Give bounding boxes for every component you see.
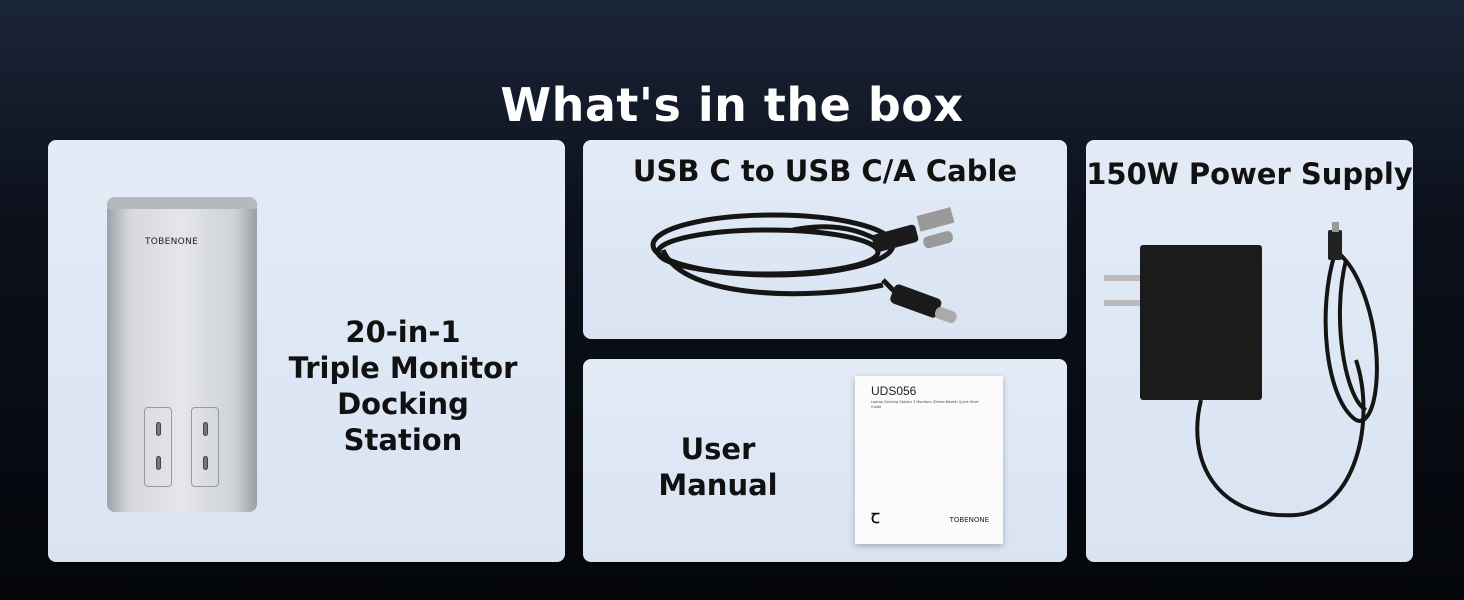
brand-text: TOBENONE — [145, 237, 199, 247]
manual-subtitle: Laptop Docking Station 3 Monitors (Drive… — [871, 400, 979, 409]
manual-brand: TOBENONE — [949, 516, 989, 524]
power-supply-label: 150W Power Supply — [1086, 157, 1413, 191]
label-line: Triple Monitor — [288, 351, 518, 385]
label-line: Docking Station — [337, 387, 469, 457]
power-supply-panel: 150W Power Supply — [1086, 140, 1413, 562]
page-title: What's in the box — [500, 78, 964, 132]
docking-station-image: TOBENONE — [107, 197, 257, 512]
manual-logo-icon: Ꞇ — [871, 511, 880, 527]
cable-image — [650, 207, 957, 324]
brand-logo: TOBENONE — [145, 237, 198, 247]
label-line: 20-in-1 — [345, 315, 461, 349]
manual-image: UDS056 Laptop Docking Station 3 Monitors… — [855, 376, 1003, 544]
manual-panel: User Manual UDS056 Laptop Docking Statio… — [583, 359, 1067, 562]
docking-station-panel: TOBENONE 20-in-1 Triple Monitor Docking … — [48, 140, 565, 562]
cable-label: USB C to USB C/A Cable — [632, 154, 1018, 188]
manual-model: UDS056 — [871, 384, 917, 398]
cable-panel: USB C to USB C/A Cable — [583, 140, 1067, 339]
manual-label: User Manual — [658, 432, 778, 502]
power-supply-image — [1104, 222, 1379, 518]
docking-station-label: 20-in-1 Triple Monitor Docking Station — [278, 314, 528, 458]
